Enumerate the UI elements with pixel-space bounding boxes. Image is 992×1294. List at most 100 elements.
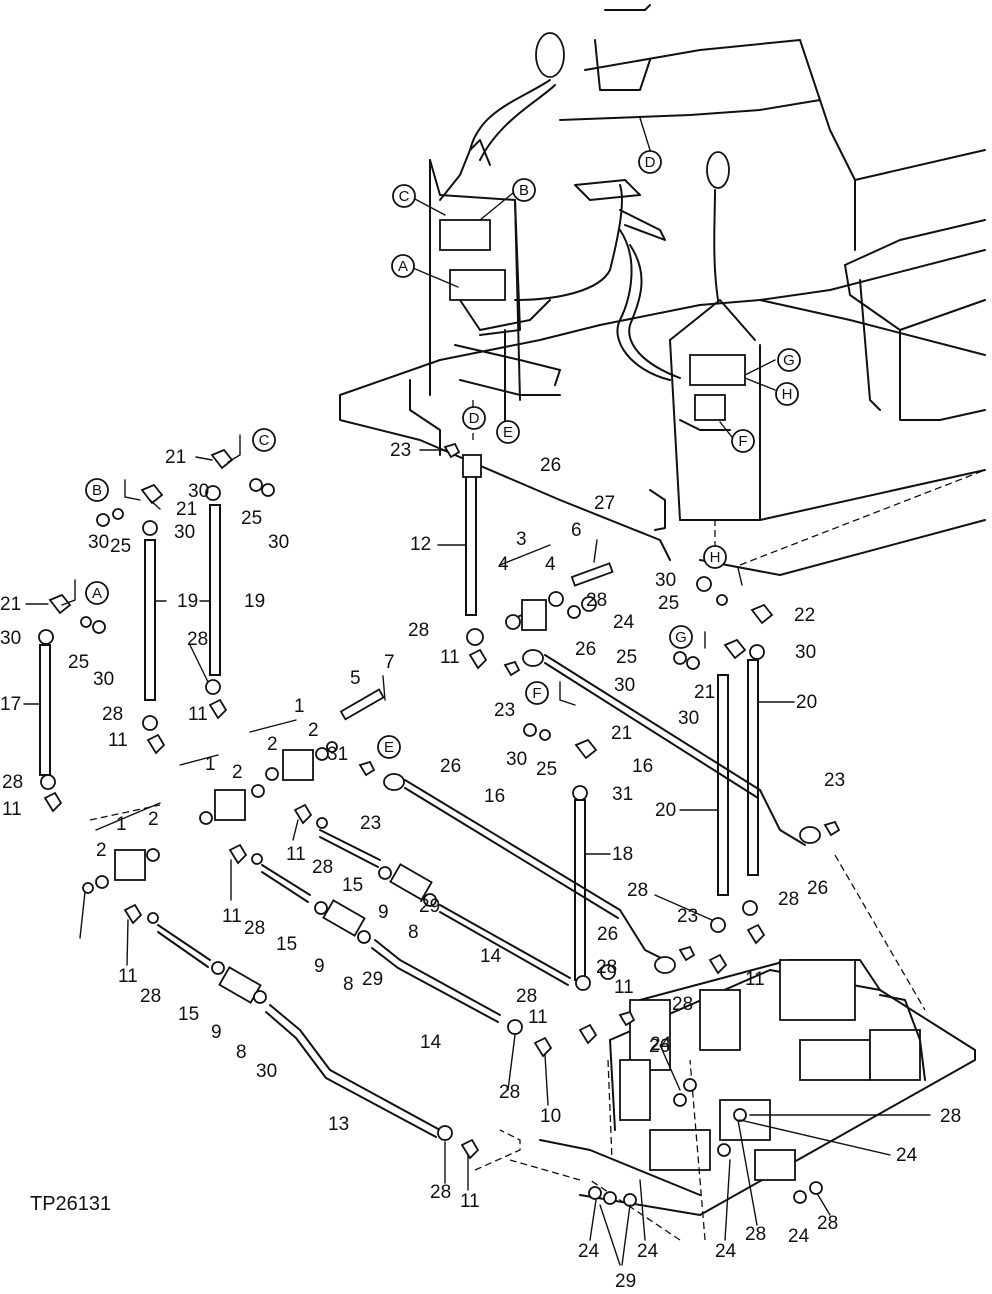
- part-label: 20: [796, 692, 817, 713]
- part-label: 26: [575, 639, 596, 660]
- part-label: 30: [256, 1061, 277, 1082]
- rod-18: [574, 799, 586, 981]
- part-number-labels: 1 1 1 2 2 2 2 2 3 4 4 5 6 7 8 8 8 9 9 9 …: [0, 440, 961, 1292]
- part-label: 19: [244, 591, 265, 612]
- part-label: 30: [655, 570, 676, 591]
- pin-6: [570, 562, 614, 587]
- rod-15-middle: [261, 864, 311, 903]
- part-label: 9: [211, 1022, 222, 1043]
- part-label: 30: [188, 481, 209, 502]
- part-label: 29: [615, 1271, 636, 1289]
- part-label: 11: [2, 799, 22, 820]
- part-label: 13: [328, 1114, 349, 1135]
- part-label: 5: [350, 668, 361, 689]
- rod-15-upper: [319, 829, 381, 868]
- operator-platform: [339, 4, 986, 576]
- ref-letter-b-lower: B: [85, 478, 109, 502]
- part-label: 28: [408, 620, 429, 641]
- svg-text:F: F: [738, 433, 747, 450]
- part-label: 24: [637, 1241, 659, 1262]
- part-label: 2: [148, 809, 159, 830]
- part-label: 25: [241, 508, 262, 529]
- part-label: 28: [312, 857, 333, 878]
- rod-17: [39, 644, 51, 776]
- part-label: 30: [268, 532, 289, 553]
- part-label: 28: [586, 590, 607, 611]
- ref-letter-a-lower: A: [85, 581, 109, 605]
- group-brackets: [61, 434, 743, 831]
- rod-19-right: [209, 504, 221, 676]
- part-label: 1: [294, 696, 305, 717]
- part-label: 11: [614, 977, 634, 998]
- part-label: 16: [484, 786, 505, 807]
- part-label: 25: [68, 652, 89, 673]
- part-label: 28: [2, 772, 23, 793]
- elbow-joints: [43, 442, 841, 1160]
- part-label: 6: [571, 520, 582, 541]
- part-label: 24: [788, 1226, 810, 1247]
- right-lever-knob: [706, 151, 730, 189]
- svg-text:D: D: [469, 410, 480, 427]
- part-label: 11: [222, 906, 242, 927]
- ref-letter-d-lower: D: [462, 406, 486, 430]
- part-label: 15: [276, 934, 297, 955]
- part-label: 28: [187, 629, 208, 650]
- part-label: 25: [110, 536, 131, 557]
- part-label: 30: [93, 669, 114, 690]
- part-label: 28: [745, 1224, 766, 1245]
- left-valve-block-lower: [449, 269, 506, 301]
- pin-5: [339, 688, 385, 721]
- right-control-console: [669, 151, 761, 521]
- ref-letter-h-lower: H: [703, 545, 727, 569]
- svg-text:H: H: [782, 386, 793, 403]
- svg-text:D: D: [645, 154, 656, 171]
- sleeve-8-upper: [389, 863, 433, 901]
- svg-text:F: F: [532, 685, 541, 702]
- part-label: 26: [807, 878, 828, 899]
- part-label: 30: [795, 642, 816, 663]
- part-label: 1: [116, 814, 127, 835]
- part-label: 2: [96, 840, 107, 861]
- circled-letters: C B A D E G H F D H C B A G E F: [85, 150, 801, 759]
- ref-letter-g-top: G: [777, 348, 801, 372]
- part-label: 26: [540, 455, 561, 476]
- part-label: 15: [178, 1004, 199, 1025]
- part-label: 3: [516, 529, 527, 550]
- part-label: 15: [342, 875, 363, 896]
- sleeve-8-middle: [322, 899, 366, 937]
- part-label: 11: [460, 1191, 480, 1212]
- ref-letter-f-lower: F: [525, 681, 549, 705]
- part-label: 11: [440, 647, 460, 668]
- part-label: 12: [410, 534, 431, 555]
- part-label: 2: [232, 762, 243, 783]
- part-label: 24: [613, 612, 635, 633]
- part-label: 4: [498, 554, 509, 575]
- part-label: 21: [611, 723, 632, 744]
- left-control-console: [429, 32, 623, 421]
- part-label: 28: [778, 889, 799, 910]
- clip-27: [593, 539, 598, 563]
- part-label: 31: [327, 744, 348, 765]
- ref-letter-e-top: E: [496, 420, 520, 444]
- rod-13: [265, 1004, 441, 1138]
- svg-text:G: G: [675, 629, 687, 646]
- part-label: 8: [236, 1042, 247, 1063]
- part-label: 30: [88, 532, 109, 553]
- part-label: 14: [480, 946, 502, 967]
- part-label: 21: [0, 594, 21, 615]
- part-label: 28: [102, 704, 123, 725]
- part-label: 11: [745, 969, 765, 990]
- part-label: 22: [794, 605, 815, 626]
- part-label: 30: [0, 628, 21, 649]
- part-label: 28: [140, 986, 161, 1007]
- part-label: 27: [594, 493, 615, 514]
- rod-16-upper: [522, 649, 821, 846]
- block-1-lower: [114, 849, 146, 881]
- part-label: 28: [940, 1106, 961, 1127]
- svg-text:A: A: [398, 258, 408, 275]
- part-label: 8: [408, 922, 419, 943]
- part-label: 29: [362, 969, 383, 990]
- part-label: 28: [516, 986, 537, 1007]
- part-label: 11: [188, 704, 208, 725]
- part-label: 9: [378, 902, 389, 923]
